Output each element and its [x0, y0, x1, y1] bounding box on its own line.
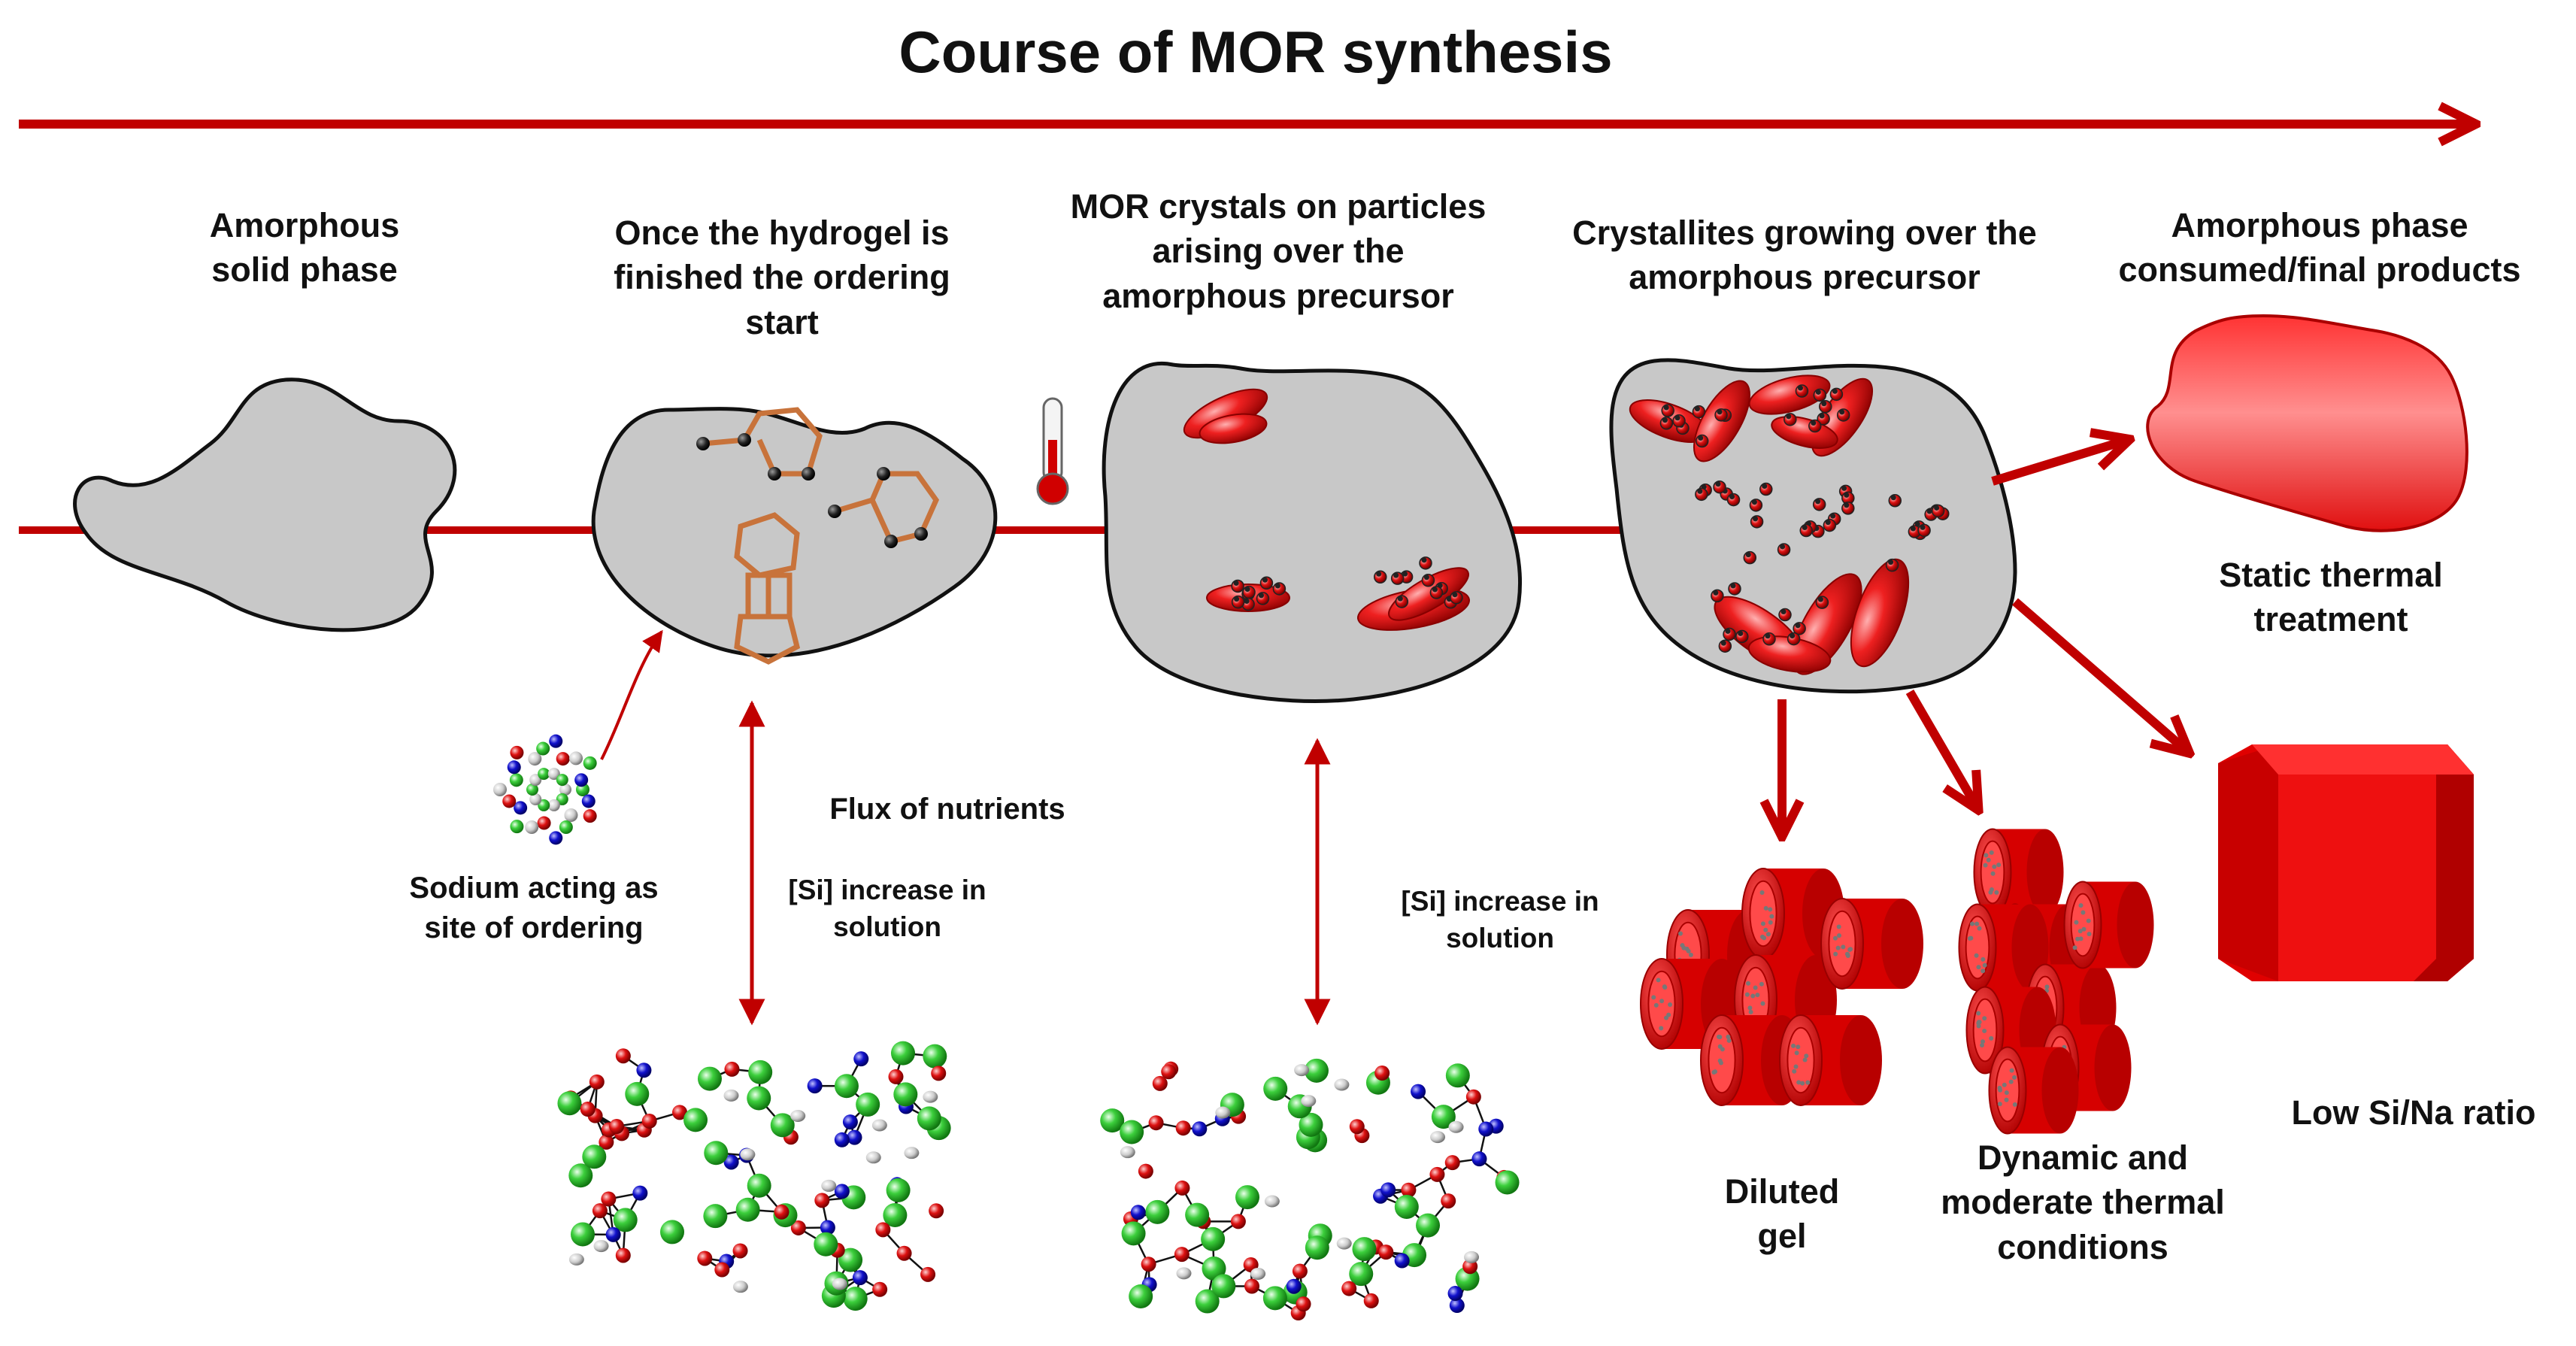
stage-1-label: Amorphous solid phase [209, 206, 400, 290]
amorphous-blob [73, 377, 457, 632]
stage-3-label: MOR crystals on particles arising over t… [1070, 187, 1487, 315]
template-atoms [696, 433, 928, 548]
arrow-low-si-na [2012, 598, 2188, 752]
stage-2-label: Once the hydrogel is finished the orderi… [614, 214, 950, 341]
si-increase-label-2: [Si] increase in solution [1401, 886, 1599, 953]
flux-label: Flux of nutrients [829, 793, 1065, 826]
mor-crystals-stage3 [1183, 388, 1470, 631]
static-thermal-label: Static thermal treatment [2219, 556, 2443, 639]
dynamic-label: Dynamic and moderate thermal conditions [1941, 1138, 2225, 1266]
nucleating-particles [1231, 384, 1950, 653]
diluted-gel-crystals [1640, 868, 1923, 1106]
silicate-network-2 [1100, 1058, 1520, 1321]
si-increase-label-1: [Si] increase in solution [788, 875, 986, 942]
sodium-label: Sodium acting as site of ordering [409, 872, 659, 944]
dynamic-crystals [1958, 828, 2154, 1135]
sodium-arrow [600, 629, 663, 760]
diagram-title: Course of MOR synthesis [899, 19, 1613, 85]
diluted-gel-label: Diluted gel [1724, 1172, 1840, 1256]
final-product-blob [2146, 314, 2468, 532]
precursor-blob-1 [1102, 361, 1522, 703]
arrow-dynamic [1905, 689, 1977, 808]
low-si-na-label: Low Si/Na ratio [2291, 1093, 2536, 1132]
stage-4-label: Crystallites growing over the amorphous … [1572, 214, 2037, 297]
stage-5-label: Amorphous phase consumed/final products [2118, 206, 2521, 290]
thermometer-icon [1036, 397, 1069, 505]
arrow-static [1991, 440, 2128, 486]
silicate-network-1 [557, 1041, 951, 1311]
hexagonal-prism [2218, 744, 2474, 981]
sodium-cluster [493, 734, 597, 845]
